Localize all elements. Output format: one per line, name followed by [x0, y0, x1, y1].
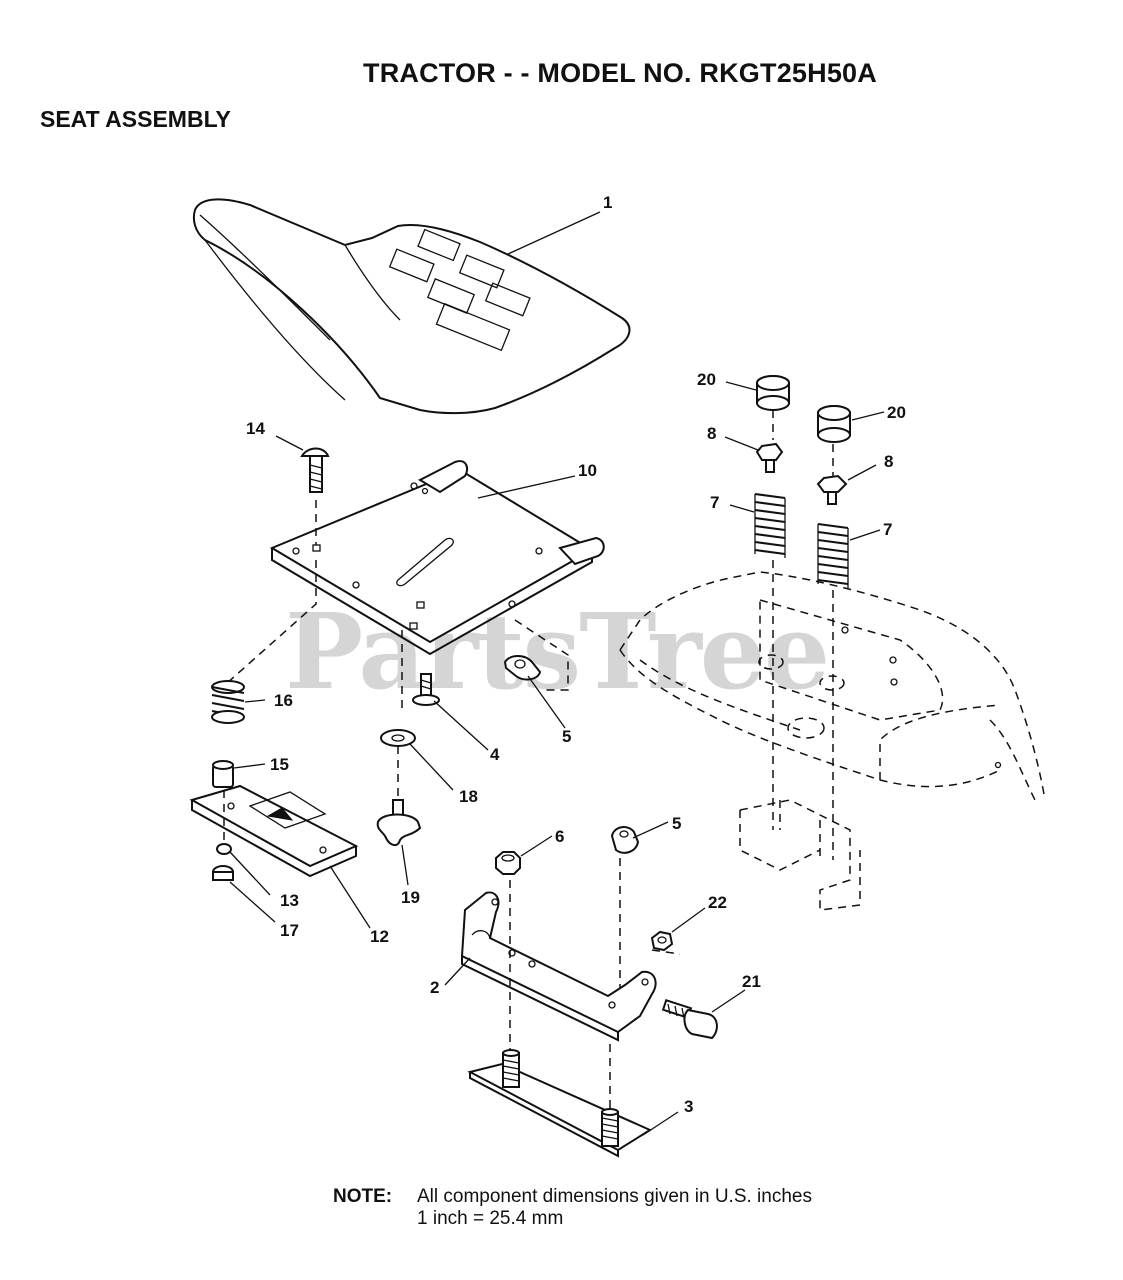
nut-part-13 — [216, 843, 271, 896]
callout-10: 10 — [578, 461, 597, 480]
rubber-spacer-part-20-right — [817, 405, 885, 443]
dimension-note: NOTE: All component dimensions given in U… — [333, 1186, 812, 1230]
callout-5-upper: 5 — [562, 727, 571, 746]
hinge-bracket-part-2 — [444, 891, 657, 1042]
callout-18: 18 — [459, 787, 478, 806]
callout-15: 15 — [270, 755, 289, 774]
note-line-1: All component dimensions given in U.S. i… — [417, 1186, 812, 1207]
callout-8-left: 8 — [707, 424, 716, 443]
seat-part-1 — [192, 198, 631, 415]
hex-nut-part-6 — [495, 835, 553, 875]
callout-16: 16 — [274, 691, 293, 710]
spring-part-7-left — [729, 493, 786, 558]
callout-7-left: 7 — [710, 493, 719, 512]
nut-part-22 — [650, 907, 706, 955]
bolt-part-8-right — [816, 464, 877, 505]
section-title: SEAT ASSEMBLY — [40, 106, 231, 132]
note-line-2: 1 inch = 25.4 mm — [417, 1208, 564, 1229]
clip-part-5-upper — [503, 655, 566, 729]
callout-2: 2 — [430, 978, 439, 997]
callout-3: 3 — [684, 1097, 693, 1116]
carriage-bolt-part-14 — [275, 435, 330, 493]
bolt-part-21 — [661, 989, 746, 1040]
tractor-fender — [619, 571, 1046, 911]
clip-part-5-lower — [610, 821, 669, 854]
locknut-part-17 — [212, 865, 276, 923]
rubber-spacer-part-20-left — [725, 375, 790, 411]
callout-5-lower: 5 — [672, 814, 681, 833]
callout-22: 22 — [708, 893, 727, 912]
base-plate-part-3 — [467, 1049, 679, 1158]
knob-part-19 — [376, 799, 422, 886]
callout-20-right: 20 — [887, 403, 906, 422]
callout-14: 14 — [246, 419, 265, 438]
spacer-part-15 — [212, 760, 266, 788]
note-label: NOTE: — [333, 1186, 393, 1207]
seat-pan-part-10 — [269, 460, 605, 656]
callout-21: 21 — [742, 972, 761, 991]
callout-4: 4 — [490, 745, 500, 764]
callout-13: 13 — [280, 891, 299, 910]
bolt-part-8-left — [724, 436, 784, 473]
callout-6: 6 — [555, 827, 564, 846]
callout-17: 17 — [280, 921, 299, 940]
callout-20-left: 20 — [697, 370, 716, 389]
washer-part-18 — [380, 729, 454, 791]
spring-part-7-right — [817, 523, 881, 588]
callout-12: 12 — [370, 927, 389, 946]
page-title: TRACTOR - - MODEL NO. RKGT25H50A — [363, 58, 877, 88]
callout-1: 1 — [603, 193, 612, 212]
spring-part-16 — [211, 680, 266, 724]
callout-8-right: 8 — [884, 452, 893, 471]
callout-7-right: 7 — [883, 520, 892, 539]
shoulder-bolt-part-4 — [412, 673, 489, 751]
callout-19: 19 — [401, 888, 420, 907]
